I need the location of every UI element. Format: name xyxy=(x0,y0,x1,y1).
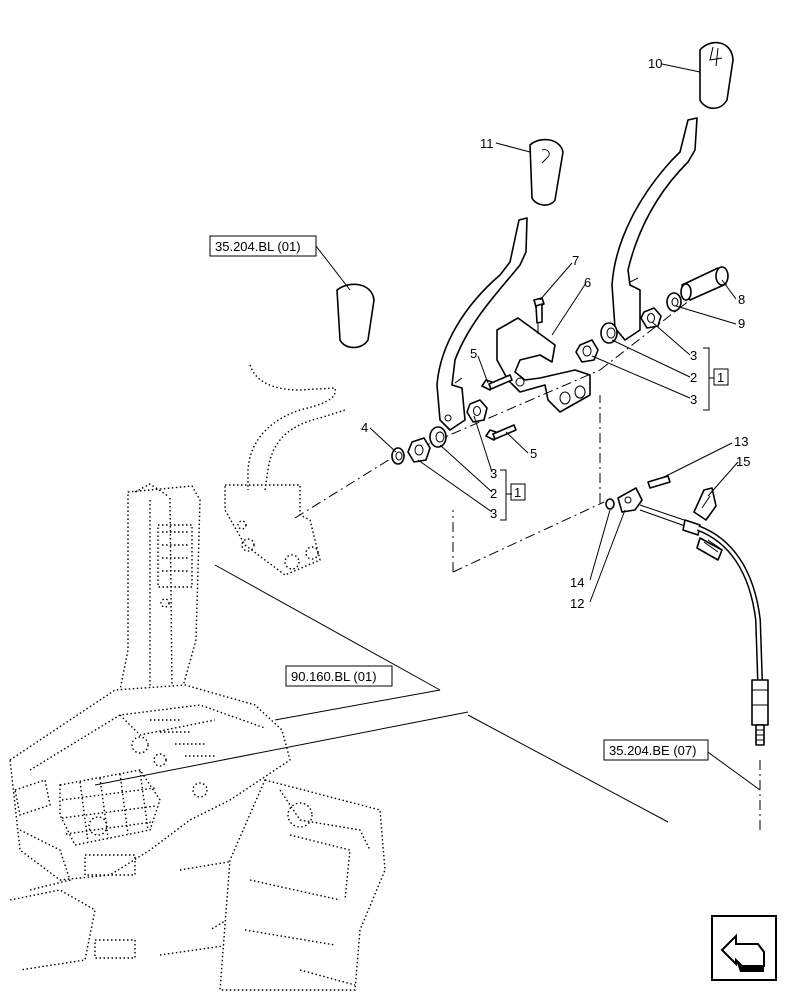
gear-lever-left xyxy=(436,217,528,431)
cable-12 xyxy=(605,475,769,746)
cab-floor-assembly xyxy=(9,483,386,991)
group-bracket-left xyxy=(500,469,512,521)
callout-3-left-lower: 3 xyxy=(490,506,497,521)
reference-label: 35.204.BL (01) xyxy=(215,239,301,254)
callout-5-upper: 5 xyxy=(470,346,477,361)
callout-12: 12 xyxy=(570,596,584,611)
callout-13: 13 xyxy=(734,434,748,449)
callout-3-right-lower: 3 xyxy=(690,392,697,407)
callout-9: 9 xyxy=(738,316,745,331)
reference-lever-assembly xyxy=(224,283,375,576)
nut-3-upper-left xyxy=(466,399,488,423)
axis-line xyxy=(294,455,396,519)
callout-3-left-upper: 3 xyxy=(490,466,497,481)
callout-6: 6 xyxy=(584,275,591,290)
leader-line xyxy=(94,711,469,786)
callout-8: 8 xyxy=(738,292,745,307)
bushing-2-right xyxy=(600,322,618,344)
callout-2-right: 2 xyxy=(690,370,697,385)
bolt-5-lower xyxy=(485,424,517,441)
bushing-2-left xyxy=(429,426,447,448)
bolt-5-upper xyxy=(481,374,513,391)
reference-35-204-bl[interactable]: 35.204.BL (01) xyxy=(209,235,317,257)
leader-lines xyxy=(315,63,761,791)
nut-3-lower-left xyxy=(407,437,431,463)
axis-line xyxy=(414,369,601,451)
callout-10: 10 xyxy=(648,56,662,71)
bracket-6 xyxy=(496,317,591,413)
callout-1-right: 1 xyxy=(717,370,724,385)
washer-9 xyxy=(666,292,682,312)
callout-7: 7 xyxy=(572,253,579,268)
gear-lever-right xyxy=(611,117,698,341)
reference-label: 90.160.BL (01) xyxy=(291,669,377,684)
clip-15 xyxy=(693,487,717,521)
callout-15: 15 xyxy=(736,454,750,469)
washer-4 xyxy=(391,447,405,465)
reference-35-204-be[interactable]: 35.204.BE (07) xyxy=(603,739,709,761)
group-box-right xyxy=(713,368,729,386)
callout-1-left: 1 xyxy=(514,485,521,500)
separator-line xyxy=(467,714,669,823)
callout-14: 14 xyxy=(570,575,584,590)
separator-line xyxy=(274,689,441,721)
lever-knob-10 xyxy=(699,41,734,110)
group-box-left xyxy=(510,483,526,501)
nut-3-right-upper xyxy=(640,307,662,329)
callout-4: 4 xyxy=(361,420,368,435)
axis-line xyxy=(452,501,605,573)
callout-11: 11 xyxy=(480,136,494,151)
separator-line xyxy=(214,564,441,691)
knob-gear-mark xyxy=(709,46,723,67)
callout-2-left: 2 xyxy=(490,486,497,501)
lever-knob-11 xyxy=(529,138,564,206)
reference-90-160-bl[interactable]: 90.160.BL (01) xyxy=(285,665,393,687)
arrow-navigation-icon[interactable] xyxy=(711,915,777,981)
reference-label: 35.204.BE (07) xyxy=(609,743,696,758)
group-bracket-right xyxy=(703,347,714,411)
callout-5-lower: 5 xyxy=(530,446,537,461)
knob-gear-mark xyxy=(541,149,550,164)
bolt-7 xyxy=(533,297,545,324)
callout-3-right-upper: 3 xyxy=(690,348,697,363)
pin-8 xyxy=(680,266,729,301)
nut-3-right-lower xyxy=(575,339,599,363)
